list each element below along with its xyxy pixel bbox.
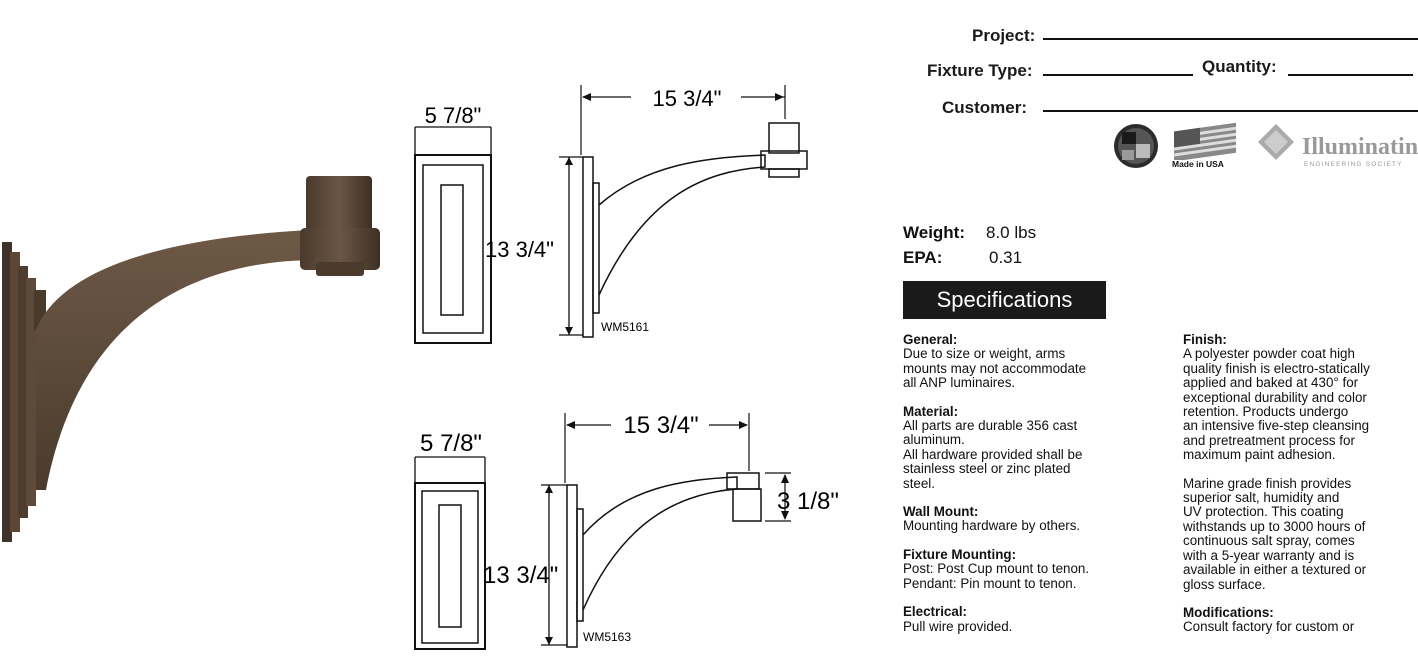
epa-label: EPA: <box>903 248 943 267</box>
wall-plate-step-2 <box>18 266 28 518</box>
top-width-dim: 5 7/8" <box>425 103 482 128</box>
spec-electrical: Electrical: Pull wire provided. <box>903 604 1013 634</box>
wall-plate-back <box>2 242 12 542</box>
spec-fixture-mounting: Fixture Mounting: Post: Post Cup mount t… <box>903 546 1090 591</box>
fixture-type-label: Fixture Type: <box>927 61 1033 80</box>
made-in-usa-logo: Made in USA <box>1170 122 1240 172</box>
top-height-dim: 13 3/4" <box>485 237 554 262</box>
bottom-model-label: WM5163 <box>583 630 631 644</box>
ies-name: Illuminating <box>1302 134 1418 160</box>
quantity-label: Quantity: <box>1202 57 1277 76</box>
spec-material: Material: All parts are durable 356 cast… <box>903 403 1083 491</box>
top-projection-dim: 15 3/4" <box>653 86 722 111</box>
customer-label: Customer: <box>942 98 1028 117</box>
bottom-projection-dim: 15 3/4" <box>623 412 698 439</box>
bottom-cup-dim: 3 1/8" <box>777 488 839 515</box>
cup-collar <box>300 228 380 270</box>
spec-modifications: Modifications: Consult factory for custo… <box>1183 604 1355 635</box>
spec-wall-mount: Wall Mount: Mounting hardware by others. <box>903 504 1081 534</box>
specifications-banner: Specifications <box>903 281 1106 319</box>
wall-plate-step-3 <box>26 278 36 506</box>
weight-value: 8.0 lbs <box>986 223 1037 242</box>
product-photo <box>2 176 380 542</box>
customer-field[interactable] <box>1043 110 1418 112</box>
us-flag-icon <box>1174 122 1236 162</box>
fixture-type-field[interactable] <box>1043 74 1193 76</box>
drawing-wm5161: 5 7/8" 13 3/4" 15 3/4" WM5161 <box>414 85 808 344</box>
drawing-wm5163: 5 7/8" 13 3/4" 3 1/8" 15 3/4" WM5163 <box>414 412 839 650</box>
top-model-label: WM5161 <box>601 320 649 334</box>
bottom-front-plate <box>414 482 486 650</box>
arm-body <box>36 230 318 490</box>
top-front-plate <box>414 154 492 344</box>
epa-value: 0.31 <box>989 248 1023 267</box>
union-label-logo <box>1114 124 1158 168</box>
wall-plate-step-1 <box>10 252 20 532</box>
bottom-height-dim: 13 3/4" <box>483 562 558 589</box>
ies-logo: Illuminating ENGINEERING SOCIETY <box>1258 122 1418 172</box>
ies-subtitle: ENGINEERING SOCIETY <box>1304 161 1403 168</box>
made-in-usa-text: Made in USA <box>1172 159 1224 169</box>
project-label: Project: <box>972 26 1036 45</box>
quantity-field[interactable] <box>1288 74 1413 76</box>
ies-diamond-icon <box>1258 124 1294 160</box>
weight-label: Weight: <box>903 223 966 242</box>
bottom-width-dim: 5 7/8" <box>420 430 482 457</box>
cup-base <box>316 262 364 276</box>
project-field[interactable] <box>1043 38 1418 40</box>
